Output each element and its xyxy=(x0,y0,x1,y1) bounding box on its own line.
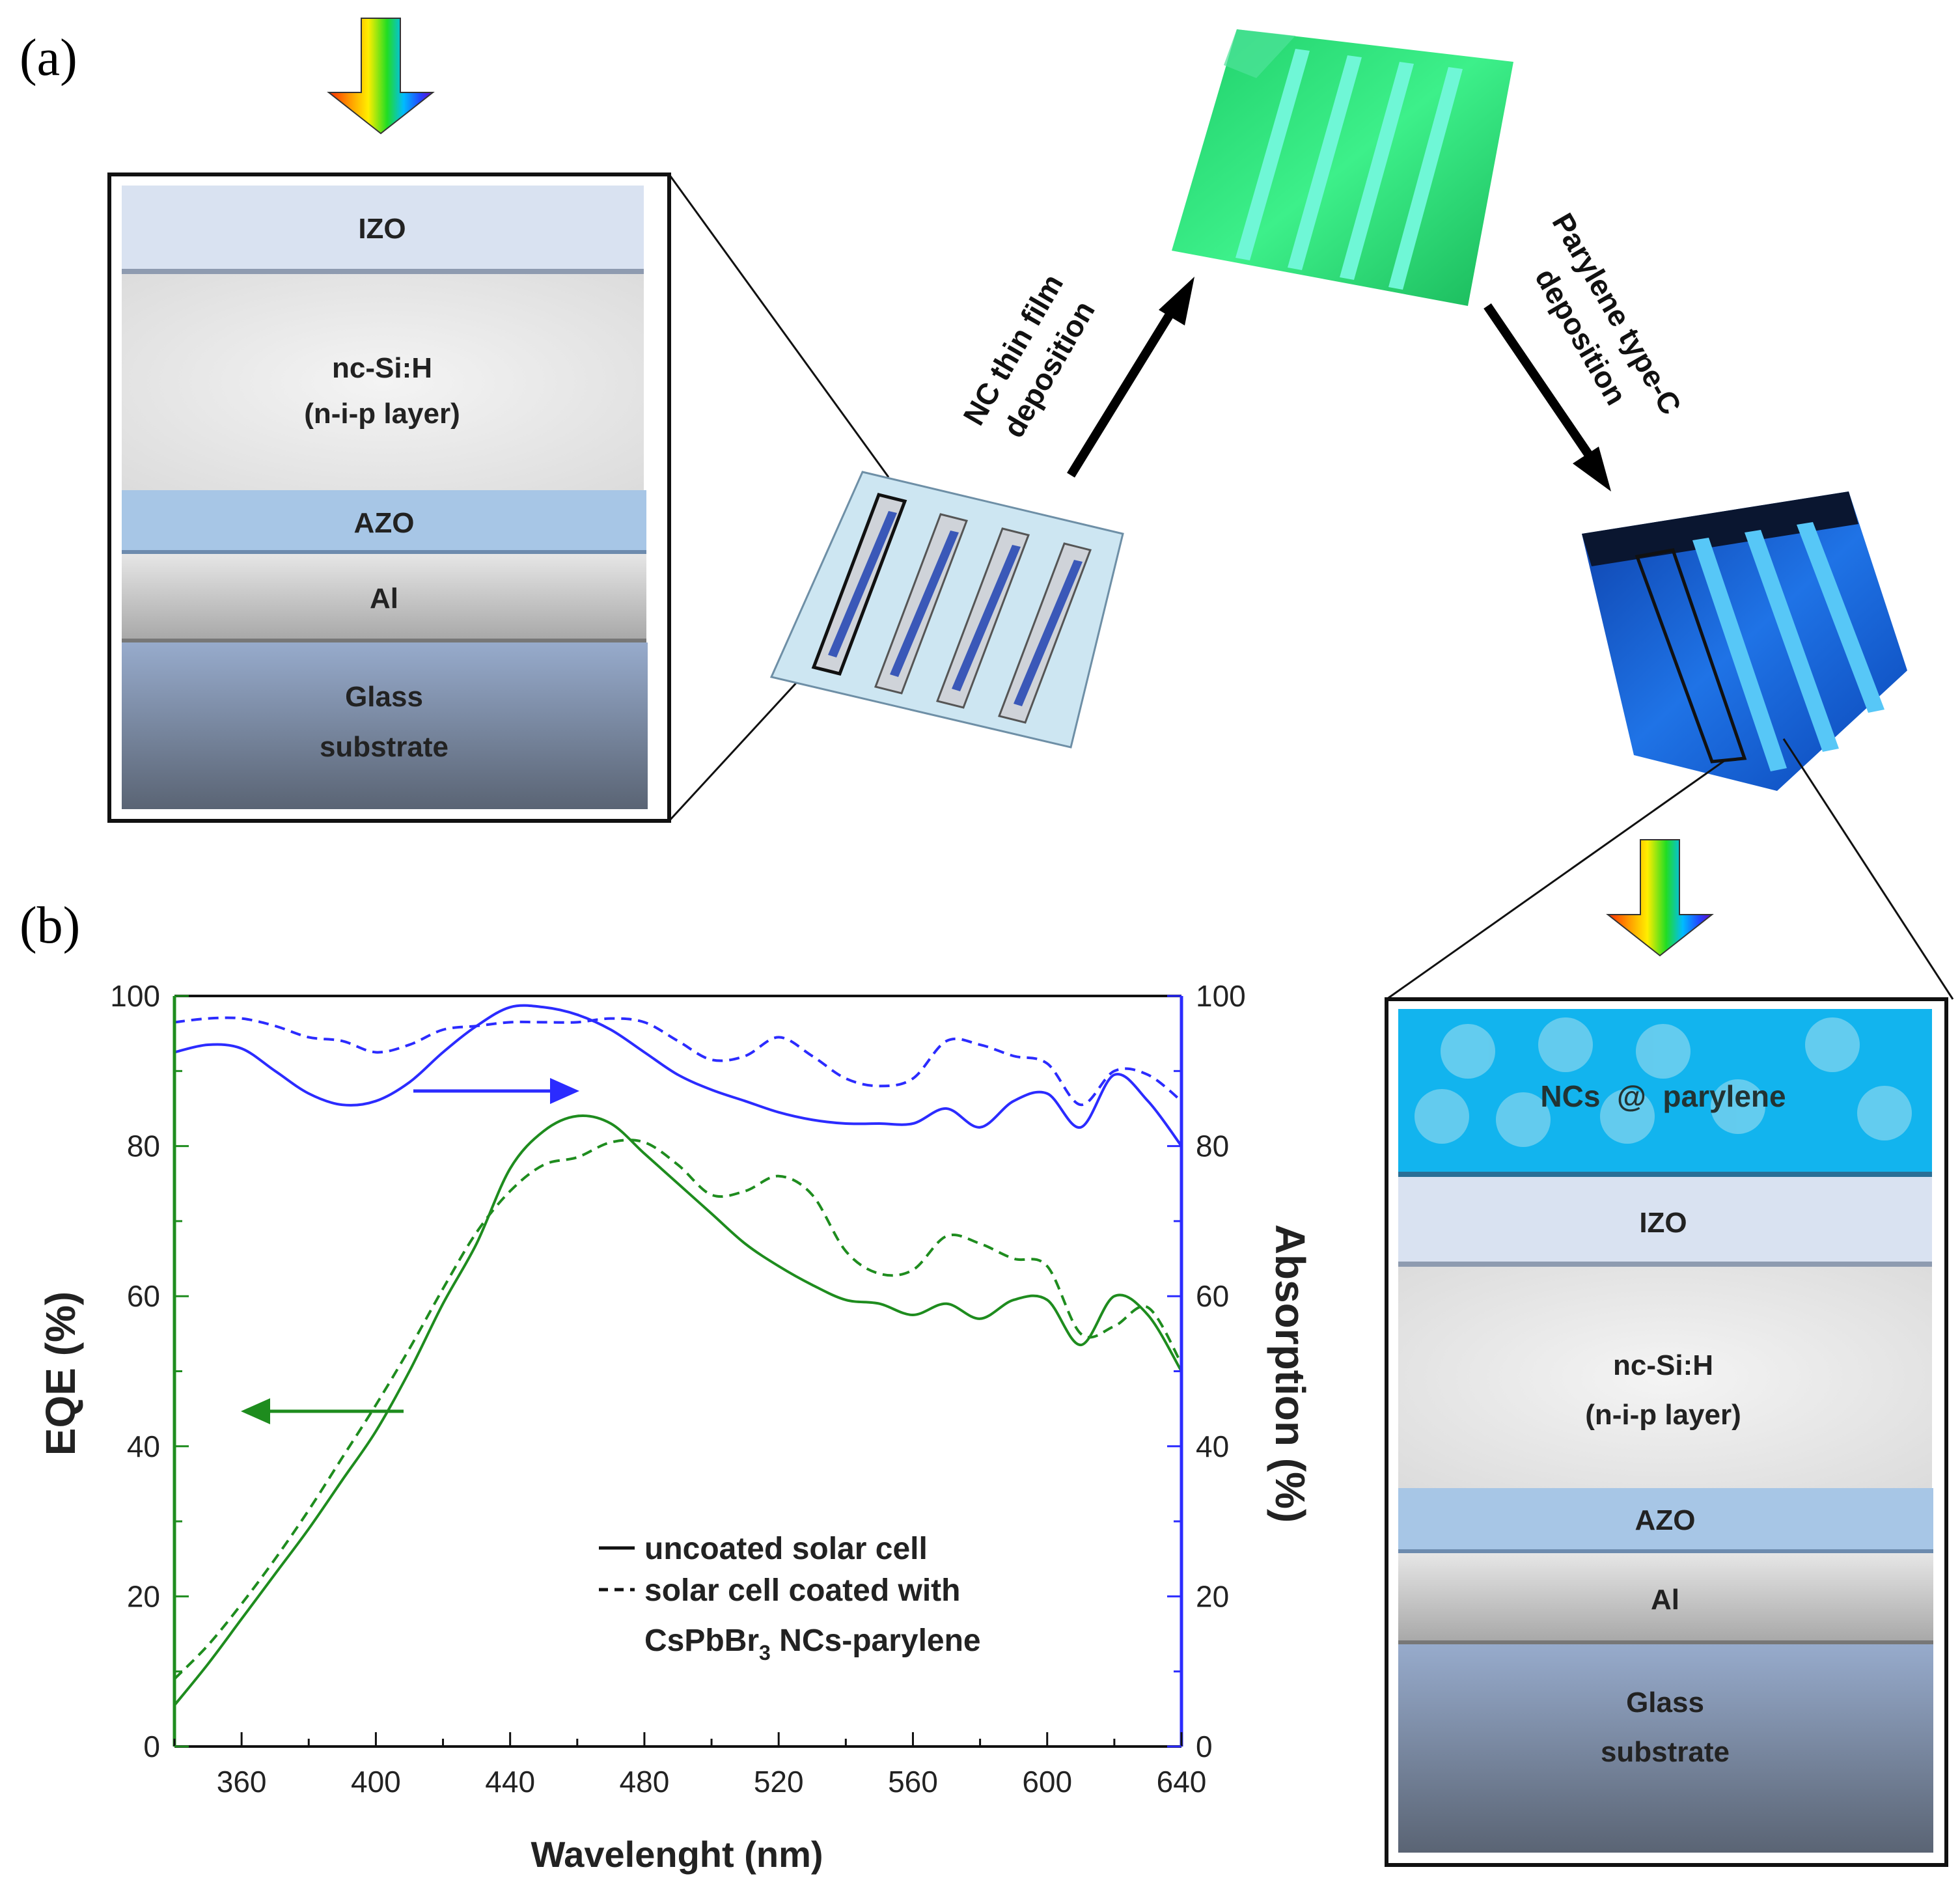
y2-tick-label: 40 xyxy=(1196,1429,1229,1463)
panel-label-b: (b) xyxy=(20,897,80,954)
x-tick-label: 440 xyxy=(485,1765,535,1799)
y2-tick-label: 0 xyxy=(1196,1730,1213,1763)
x-tick-label: 600 xyxy=(1022,1765,1072,1799)
light-arrow-icon-right xyxy=(1606,839,1714,957)
x-tick-label: 400 xyxy=(351,1765,401,1799)
ncsi-sublabel: (n-i-p layer) xyxy=(304,398,460,430)
ncsi-label: nc-Si:H xyxy=(332,352,432,384)
blue-coated-device xyxy=(1582,491,1907,791)
izo-layer xyxy=(122,186,644,269)
ncsi-layer-right xyxy=(1398,1267,1932,1488)
y-tick-label: 20 xyxy=(127,1579,160,1613)
glass-layer xyxy=(122,642,648,809)
y-tick-label: 80 xyxy=(127,1129,160,1163)
y-tick-label: 60 xyxy=(127,1279,160,1313)
x-tick-label: 480 xyxy=(620,1765,670,1799)
y-tick-label: 0 xyxy=(143,1730,160,1763)
izo-label: IZO xyxy=(358,213,406,245)
x-tick-label: 360 xyxy=(217,1765,267,1799)
ncsi-layer xyxy=(122,274,644,490)
y2-tick-label: 100 xyxy=(1196,979,1246,1013)
glass-label-right: Glass xyxy=(1626,1687,1704,1719)
legend-dashed-label-1: solar cell coated with xyxy=(644,1573,960,1608)
x-axis-label: Wavelenght (nm) xyxy=(531,1834,823,1875)
x-tick-label: 640 xyxy=(1157,1765,1207,1799)
azo-label-right: AZO xyxy=(1635,1504,1696,1536)
y-tick-label: 40 xyxy=(127,1429,160,1463)
izo-layer-right xyxy=(1398,1177,1932,1262)
legend-dashed-label-2: CsPbBr3 NCs-parylene xyxy=(644,1623,981,1664)
glass-layer-right xyxy=(1398,1644,1933,1853)
absorption-uncoated-line xyxy=(174,1004,1183,1147)
nc-particles xyxy=(1415,1017,1912,1147)
layer-stack-right: NCs @ parylene IZO nc-Si:H (n-i-p layer)… xyxy=(1385,997,1948,1867)
panel-label-a: (a) xyxy=(20,29,77,87)
glass-sublabel-right: substrate xyxy=(1601,1736,1730,1768)
al-layer-right xyxy=(1398,1553,1933,1640)
y2-tick-label: 80 xyxy=(1196,1129,1229,1163)
azo-label: AZO xyxy=(354,507,415,539)
ncsi-label-right: nc-Si:H xyxy=(1613,1349,1713,1381)
light-arrow-icon xyxy=(327,18,435,135)
izo-label-right: IZO xyxy=(1639,1207,1687,1239)
legend: uncoated solar cell solar cell coated wi… xyxy=(599,1532,981,1664)
al-layer xyxy=(122,554,646,639)
y2-tick-label: 60 xyxy=(1196,1279,1229,1313)
zoom-line-bottom xyxy=(668,663,815,822)
zoom-line-right-1 xyxy=(1386,759,1726,1001)
arrow-to-eqe-axis xyxy=(241,1398,404,1424)
eqe-uncoated-line xyxy=(173,1114,1183,1706)
azo-layer-right xyxy=(1398,1488,1933,1551)
al-label-right: Al xyxy=(1651,1584,1679,1616)
x-tick-label: 520 xyxy=(754,1765,804,1799)
arrow-to-absorption-axis xyxy=(413,1078,579,1104)
legend-solid-label: uncoated solar cell xyxy=(644,1532,928,1566)
al-label: Al xyxy=(370,583,398,614)
zoom-line-top xyxy=(668,174,890,478)
arrow-parylene-deposition xyxy=(1484,303,1611,491)
y2-tick-label: 20 xyxy=(1196,1579,1229,1613)
y2-axis-label: Absorption (%) xyxy=(1267,1224,1314,1523)
nc-label: NCs @ parylene xyxy=(1540,1079,1786,1113)
absorption-coated-line xyxy=(174,1016,1183,1107)
device-substrate xyxy=(769,471,1124,749)
glass-label: Glass xyxy=(345,681,423,713)
arrow-nc-deposition xyxy=(1067,277,1194,478)
glass-sublabel: substrate xyxy=(320,731,449,763)
ncsi-sublabel-right: (n-i-p layer) xyxy=(1585,1399,1741,1431)
y-axis-label: EQE (%) xyxy=(37,1291,84,1456)
green-film-device xyxy=(1172,29,1513,306)
azo-layer xyxy=(122,490,646,552)
zoom-line-right-2 xyxy=(1782,738,1954,1000)
y-tick-label: 100 xyxy=(110,979,160,1013)
x-tick-label: 560 xyxy=(888,1765,938,1799)
eqe-coated-line xyxy=(173,1139,1183,1680)
layer-stack-left: IZO nc-Si:H (n-i-p layer) AZO Al Glass s… xyxy=(107,173,671,823)
